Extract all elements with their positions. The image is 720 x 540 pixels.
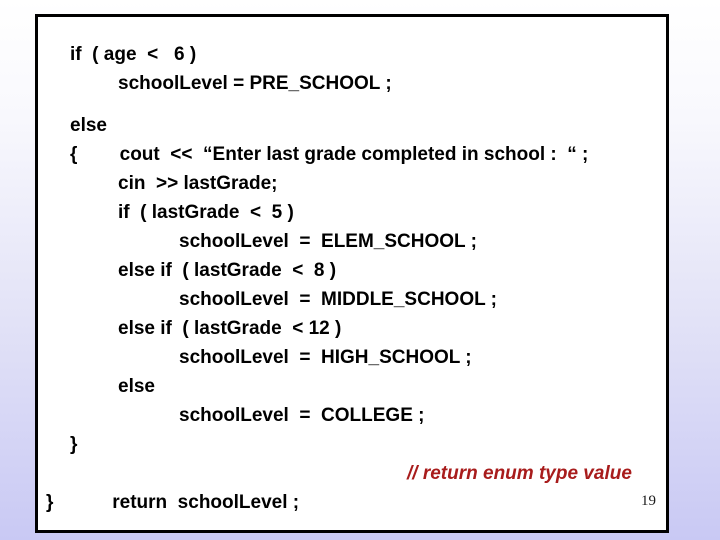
code-line: if ( age < 6 ) [70, 44, 197, 65]
code-line: cin >> lastGrade; [118, 173, 278, 194]
code-comment: // return enum type value [407, 463, 632, 484]
code-box: if ( age < 6 ) schoolLevel = PRE_SCHOOL … [35, 14, 669, 533]
code-block: if ( age < 6 ) schoolLevel = PRE_SCHOOL … [38, 17, 666, 517]
code-line: schoolLevel = MIDDLE_SCHOOL ; [179, 289, 497, 310]
code-line: else [118, 376, 155, 397]
code-line: if ( lastGrade < 5 ) [118, 202, 294, 223]
code-line: else [70, 115, 107, 136]
code-line: else if ( lastGrade < 12 ) [118, 318, 342, 339]
code-line: schoolLevel = COLLEGE ; [179, 405, 425, 426]
code-line: else if ( lastGrade < 8 ) [118, 260, 337, 281]
code-line: } [46, 492, 54, 513]
code-line: { cout << “Enter last grade completed in… [70, 144, 589, 165]
code-line: } [70, 434, 78, 455]
return-statement: return schoolLevel ; [112, 492, 300, 513]
page-number: 19 [641, 493, 656, 509]
blank-line [38, 98, 666, 111]
code-line-return: return schoolLevel ; // return enum type… [38, 459, 666, 513]
code-line: schoolLevel = HIGH_SCHOOL ; [179, 347, 472, 368]
code-line: schoolLevel = ELEM_SCHOOL ; [179, 231, 477, 252]
code-line: schoolLevel = PRE_SCHOOL ; [118, 73, 392, 94]
